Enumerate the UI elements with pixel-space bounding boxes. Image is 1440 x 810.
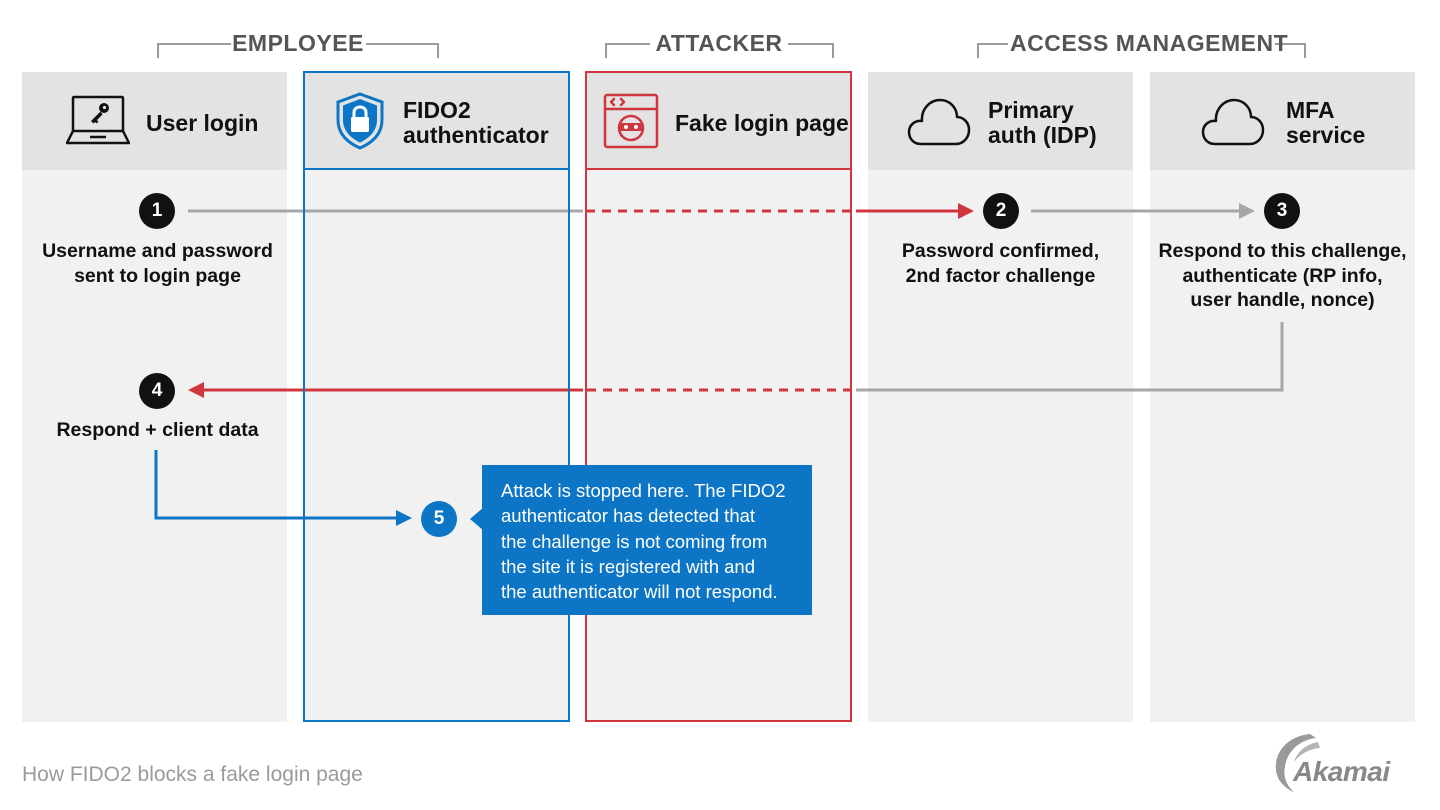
arrow-4-head [396, 510, 412, 526]
step-2-text: Password confirmed, 2nd factor challenge [901, 240, 1100, 287]
step-3-text: Respond to this challenge, authenticate … [1158, 240, 1407, 311]
lane-header-fake-login [586, 72, 851, 170]
step-1-marker: 1 [139, 193, 175, 229]
arrow-3-gray [856, 322, 1284, 392]
lane-header-mfa [1150, 72, 1415, 170]
group-brackets [157, 43, 1306, 58]
shield-lock-icon [336, 92, 384, 150]
lane-header-primary-auth [868, 72, 1133, 170]
lane-header-user-login [22, 72, 287, 170]
arrow-4-blue [154, 450, 398, 520]
step-3-marker: 3 [1264, 193, 1300, 229]
step-1-text: Username and password sent to login page [42, 240, 273, 287]
step-5-marker: 5 [421, 501, 457, 537]
lane-title-fido2: FIDO2 authenticator [403, 97, 549, 148]
lane-outline-fido2 [303, 71, 570, 722]
step-5-callout: Attack is stopped here. The FIDO2 authen… [482, 465, 812, 615]
lane-title-fake-login: Fake login page [675, 110, 849, 136]
lane-primary-auth [868, 72, 1133, 722]
cloud-icon [1201, 98, 1265, 146]
group-label-access-management: ACCESS MANAGEMENT [1010, 30, 1289, 56]
laptop-key-icon [66, 95, 130, 145]
step-4-text: Respond + client data [56, 419, 259, 441]
cloud-icon [907, 98, 971, 146]
arrow-3-head [188, 382, 204, 398]
browser-masked-face-icon [603, 93, 659, 149]
callout-pointer [470, 507, 484, 531]
step-2-marker: 2 [983, 193, 1019, 229]
group-label-employee: EMPLOYEE [232, 30, 364, 56]
step-4-marker: 4 [139, 373, 175, 409]
lane-title-user-login: User login [146, 110, 259, 136]
group-label-attacker: ATTACKER [655, 30, 783, 56]
akamai-logo-swoosh [1275, 734, 1320, 792]
arrow-2-head [1239, 203, 1255, 219]
lane-title-primary-auth: Primary auth (IDP) [988, 97, 1097, 148]
akamai-logo: Akamai [1293, 756, 1390, 787]
lane-mfa-service [1150, 72, 1415, 722]
arrow-1-head [958, 203, 974, 219]
lane-title-mfa: MFA service [1286, 97, 1366, 148]
lane-outline-fake-login [585, 71, 852, 722]
figure-caption: How FIDO2 blocks a fake login page [22, 763, 363, 786]
